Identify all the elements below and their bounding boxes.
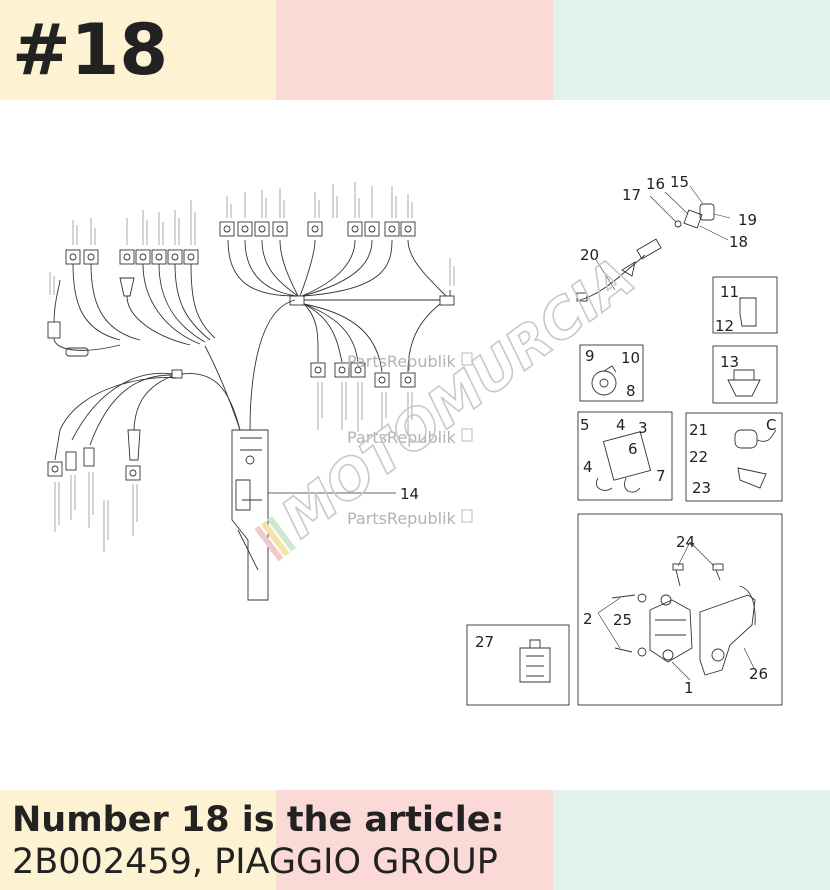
box-part-27 [466,624,570,706]
part-number-title: #18 [12,9,169,91]
callout-3: 3 [638,419,648,437]
box-parts-8-10 [579,344,644,402]
callout-23: 23 [692,479,711,497]
watermark-partsrepublik-1: PartsRepublik [347,352,457,371]
callout-8: 8 [626,382,636,400]
footer-band-mint [553,790,830,890]
callout-22: 22 [689,448,708,466]
junction-box-top [289,295,305,306]
header-band-mint [553,0,830,100]
harness-main-body [231,429,269,601]
callout-13: 13 [720,353,739,371]
article-value: 2B002459, PIAGGIO GROUP [12,842,498,882]
diagram-svg: PartsRepublik PartsRepublik PartsRepubli… [47,173,783,706]
callout-c-marker: C [766,416,776,434]
callout-7: 7 [656,467,666,485]
footer-band-yellow [0,790,276,890]
junction-box-right [439,295,455,306]
callout-17: 17 [622,186,641,204]
callout-20: 20 [580,246,599,264]
box-parts-21-23 [685,412,783,502]
box-parts-1-2-24-26 [577,513,783,706]
box-parts-3-7 [577,411,673,501]
callout-15: 15 [670,173,689,191]
watermark-motomurcia: MOTOMURCIA [270,245,646,550]
article-heading: Number 18 is the article: [12,800,505,840]
watermark-partsrepublik-3: PartsRepublik [347,509,457,528]
callout-9: 9 [585,347,595,365]
header-band-yellow [0,0,276,100]
callout-25: 25 [613,611,632,629]
callout-26: 26 [749,665,768,683]
callout-16: 16 [646,175,665,193]
header-band [0,0,830,100]
callout-12: 12 [715,317,734,335]
callout-11: 11 [720,283,739,301]
callout-24: 24 [676,533,695,551]
watermark-partsrepublik-2: PartsRepublik [347,428,457,447]
box-parts-11-12 [712,276,778,334]
callout-4a: 4 [616,416,626,434]
footer-band-pink [276,790,553,890]
callout-21: 21 [689,421,708,439]
header-band-pink [276,0,553,100]
callout-18: 18 [729,233,748,251]
callout-10: 10 [621,349,640,367]
callout-19: 19 [738,211,757,229]
callout-2: 2 [583,610,593,628]
callout-6: 6 [628,440,638,458]
footer-band [0,790,830,890]
box-part-13 [712,345,778,404]
callout-numbers: 1 2 3 4 4 5 6 7 8 9 10 11 12 13 14 15 16… [400,173,776,697]
callout-1: 1 [684,679,694,697]
exploded-parts-diagram: PartsRepublik PartsRepublik PartsRepubli… [0,100,830,790]
connector-legend-marks [49,182,455,552]
callout-4b: 4 [583,458,593,476]
callout-27: 27 [475,633,494,651]
callout-5: 5 [580,416,590,434]
callout-14: 14 [400,485,419,503]
